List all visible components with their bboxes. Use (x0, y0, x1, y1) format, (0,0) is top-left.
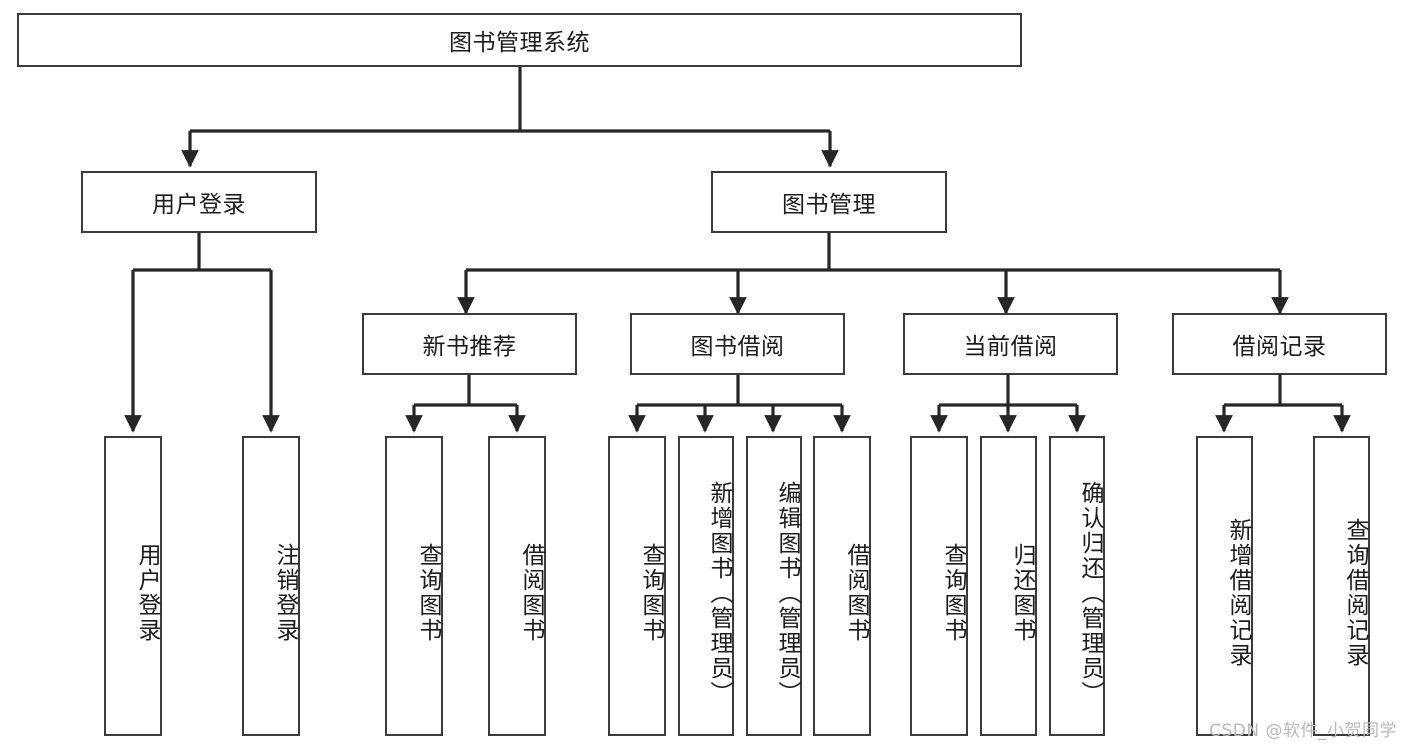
node-borrow-record-label: 借阅记录 (1232, 334, 1327, 360)
leaf-query-record[interactable]: 查询借阅记录 (1313, 436, 1370, 736)
leaf-logout-login[interactable]: 注销登录 (242, 436, 300, 736)
leaf-confirm-return[interactable]: 确认归还（管理员） (1049, 436, 1105, 736)
leaf-add-book[interactable]: 新增图书（管理员） (678, 436, 734, 736)
leaf-confirm-return-label: 确认归还（管理员） (1077, 480, 1103, 706)
leaf-query-book-2-label: 查询图书 (638, 543, 664, 643)
node-borrow-record[interactable]: 借阅记录 (1172, 313, 1387, 375)
leaf-user-login[interactable]: 用户登录 (104, 436, 162, 736)
leaf-borrow-book-2-label: 借阅图书 (843, 543, 869, 643)
leaf-user-login-label: 用户登录 (134, 543, 160, 643)
node-current-borrow-label: 当前借阅 (963, 334, 1058, 360)
node-root[interactable]: 图书管理系统 (17, 13, 1022, 67)
leaf-add-book-label: 新增图书（管理员） (706, 480, 732, 706)
leaf-query-book-3[interactable]: 查询图书 (910, 436, 968, 736)
leaf-query-record-label: 查询借阅记录 (1342, 518, 1368, 668)
leaf-borrow-book-1-label: 借阅图书 (518, 543, 544, 643)
node-user-login[interactable]: 用户登录 (81, 171, 317, 233)
leaf-query-book-3-label: 查询图书 (940, 543, 966, 643)
leaf-logout-login-label: 注销登录 (272, 543, 298, 643)
leaf-add-record-label: 新增借阅记录 (1225, 518, 1251, 668)
node-current-borrow[interactable]: 当前借阅 (903, 313, 1118, 375)
leaf-return-book[interactable]: 归还图书 (980, 436, 1037, 736)
leaf-edit-book-label: 编辑图书（管理员） (774, 480, 800, 706)
leaf-borrow-book-1[interactable]: 借阅图书 (488, 436, 546, 736)
node-new-book-recommend-label: 新书推荐 (422, 334, 517, 360)
node-book-manage[interactable]: 图书管理 (711, 171, 947, 233)
leaf-query-book-1-label: 查询图书 (415, 543, 441, 643)
leaf-return-book-label: 归还图书 (1009, 543, 1035, 643)
node-book-manage-label: 图书管理 (782, 192, 876, 218)
node-user-login-label: 用户登录 (152, 192, 246, 218)
node-book-borrow-label: 图书借阅 (690, 334, 785, 360)
leaf-query-book-2[interactable]: 查询图书 (608, 436, 666, 736)
leaf-query-book-1[interactable]: 查询图书 (385, 436, 443, 736)
node-new-book-recommend[interactable]: 新书推荐 (362, 313, 577, 375)
node-root-label: 图书管理系统 (449, 30, 590, 56)
leaf-borrow-book-2[interactable]: 借阅图书 (813, 436, 871, 736)
node-book-borrow[interactable]: 图书借阅 (630, 313, 845, 375)
watermark: CSDN @软件_小贺同学 (1209, 721, 1397, 741)
leaf-add-record[interactable]: 新增借阅记录 (1196, 436, 1253, 736)
leaf-edit-book[interactable]: 编辑图书（管理员） (746, 436, 802, 736)
